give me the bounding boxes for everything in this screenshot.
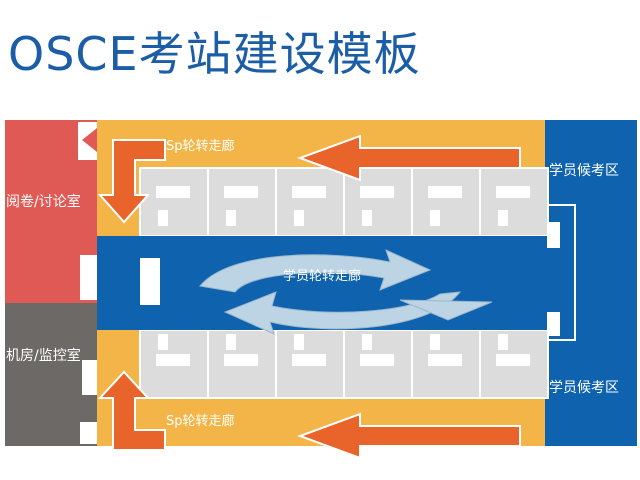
waiting-area [545,120,637,446]
monitor-room-label: 机房/监控室 [6,347,81,364]
bottom-corridor-arrow [297,412,521,460]
waiting-area-bottom-label: 学员候考区 [549,380,619,396]
exam-desk [224,186,258,198]
exam-desk [292,354,326,366]
exam-door [294,210,304,226]
rotation-arrow-top [199,249,432,293]
exam-door [362,334,372,350]
exam-room [275,167,345,237]
top-corridor-label: Sp轮转走廊 [166,138,235,154]
exam-room [479,167,549,237]
waiting-area-top-label: 学员候考区 [549,163,619,179]
bottom-corridor-label: Sp轮转走廊 [166,413,235,429]
exam-door [430,334,440,350]
top-corridor-arrow [297,134,521,182]
exam-desk [224,354,258,366]
exam-door [158,334,168,350]
exam-room [207,167,277,237]
bottom-exam-rooms [139,329,549,399]
exam-door [430,210,440,226]
exam-desk [496,186,530,198]
exam-door [158,210,168,226]
exam-desk [360,186,394,198]
exam-desk [360,354,394,366]
top-left-corner-arrow [97,139,166,224]
exam-door [226,210,236,226]
exam-door [226,334,236,350]
waiting-area-bracket [545,204,576,341]
top-exam-rooms [139,167,549,237]
exam-desk [428,354,462,366]
center-door-marker [140,258,160,305]
exam-desk [496,354,530,366]
exam-desk [292,186,326,198]
exam-door [498,210,508,226]
door-markers [78,122,560,444]
exam-door [362,210,372,226]
exam-room [139,167,209,237]
exam-door [294,334,304,350]
exam-room [411,167,481,237]
exam-desk [156,186,190,198]
exam-desk [428,186,462,198]
page-title: OSCE考站建设模板 [8,27,421,81]
center-corridor-label: 学员轮转走廊 [283,268,361,284]
rotation-arrow-bottom [223,291,462,335]
bottom-left-corner-arrow [97,370,166,451]
exam-door [498,334,508,350]
review-room-label: 阅卷/讨论室 [6,193,81,210]
exam-desk [156,354,190,366]
